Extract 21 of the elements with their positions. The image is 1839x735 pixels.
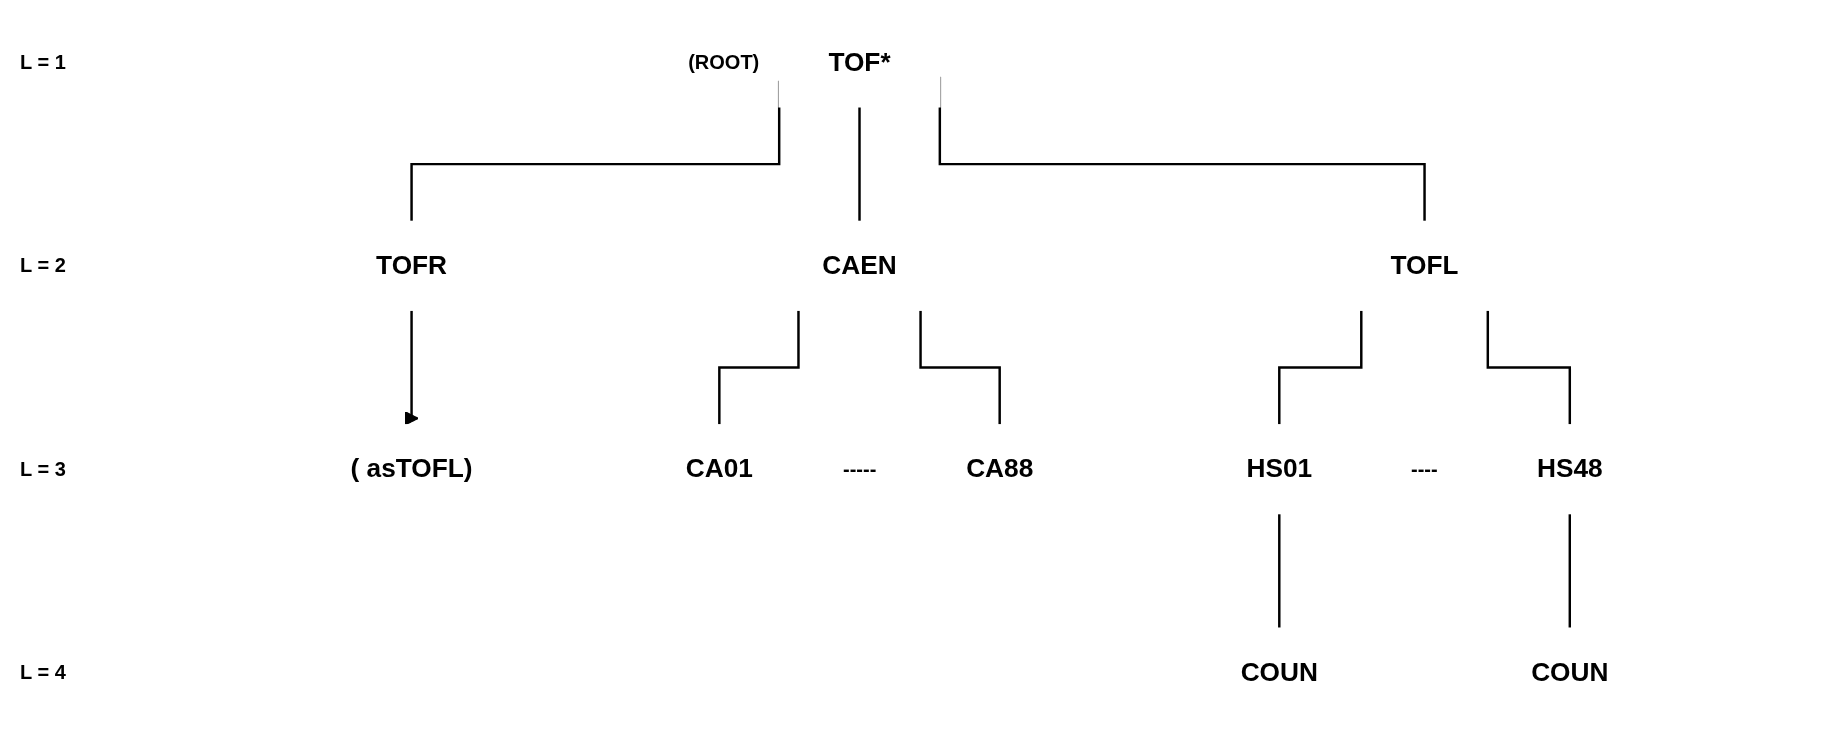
node-text: CAEN: [822, 251, 897, 279]
level-label: L = 3: [20, 457, 66, 481]
connector: [1568, 513, 1572, 630]
node-text: CA88: [966, 454, 1034, 483]
node-text: HS48: [1536, 454, 1603, 483]
node-text: TOFL: [1390, 251, 1459, 279]
level-label: L = 1: [20, 50, 66, 74]
node-text: COUN: [1531, 657, 1609, 686]
connector: [858, 106, 861, 223]
level-label: L = 2: [20, 254, 66, 278]
node-text: HS01: [1246, 454, 1313, 483]
node-text: ( asTOFL): [350, 454, 473, 483]
ellipsis-dashes: -----: [843, 457, 877, 481]
node-text: TOFR: [376, 251, 448, 279]
connector: [1278, 513, 1281, 630]
node-text: CA01: [685, 454, 753, 483]
node-caption: (ROOT): [688, 50, 760, 74]
node-text: COUN: [1240, 657, 1318, 686]
level-label: L = 4: [20, 661, 66, 685]
arrow: [404, 310, 419, 426]
ellipsis-dashes: ----: [1411, 457, 1438, 481]
